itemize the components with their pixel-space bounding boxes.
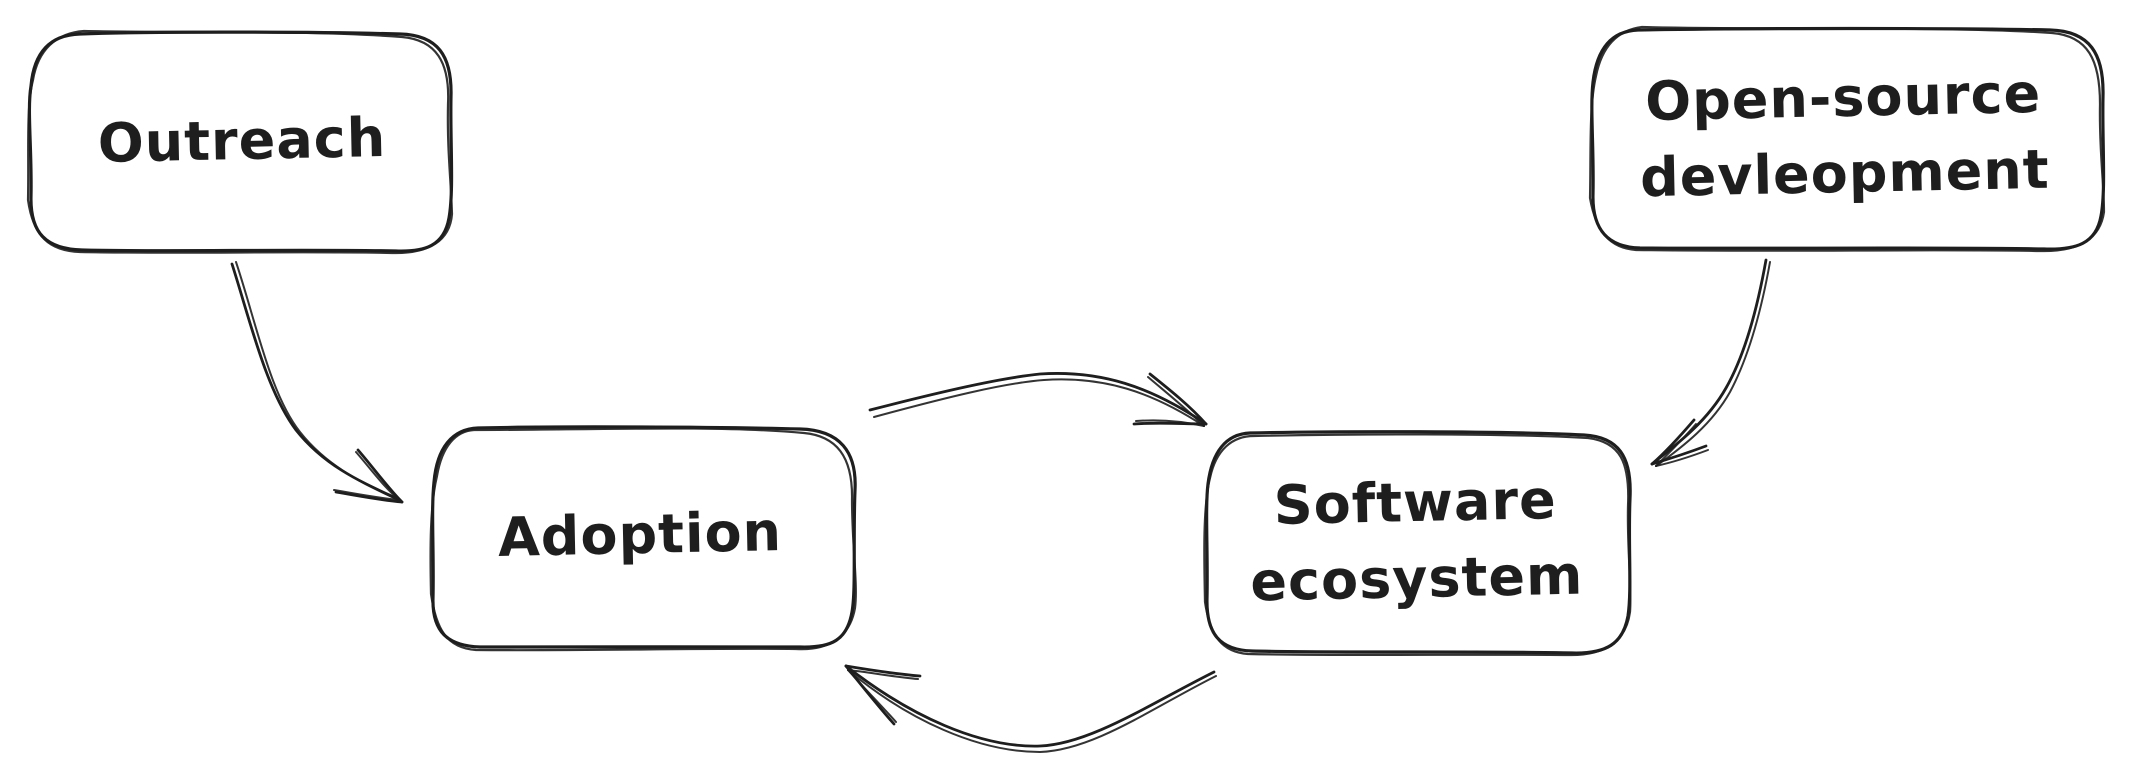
node-outreach-box[interactable] [26,29,454,255]
edge-opensource-to-software [1650,258,1771,467]
node-opensource-label: Open-source devleopment [1592,25,2096,247]
edge-software-to-adoption [844,664,1217,753]
node-software-text: Software ecosystem [1249,468,1584,614]
node-adoption-label: Adoption [432,426,848,645]
node-outreach-label: Outreach [34,32,450,251]
node-adoption-box[interactable] [429,425,857,652]
edge-outreach-to-adoption [230,261,404,504]
node-software-box[interactable] [1203,430,1632,657]
edge-adoption-to-software [868,372,1208,427]
node-adoption-text: Adoption [497,500,783,569]
node-opensource-text: Open-source devleopment [1639,61,2051,210]
node-outreach-text: Outreach [97,105,387,176]
node-opensource-box[interactable] [1588,25,2106,253]
node-software-label: Software ecosystem [1205,431,1627,652]
